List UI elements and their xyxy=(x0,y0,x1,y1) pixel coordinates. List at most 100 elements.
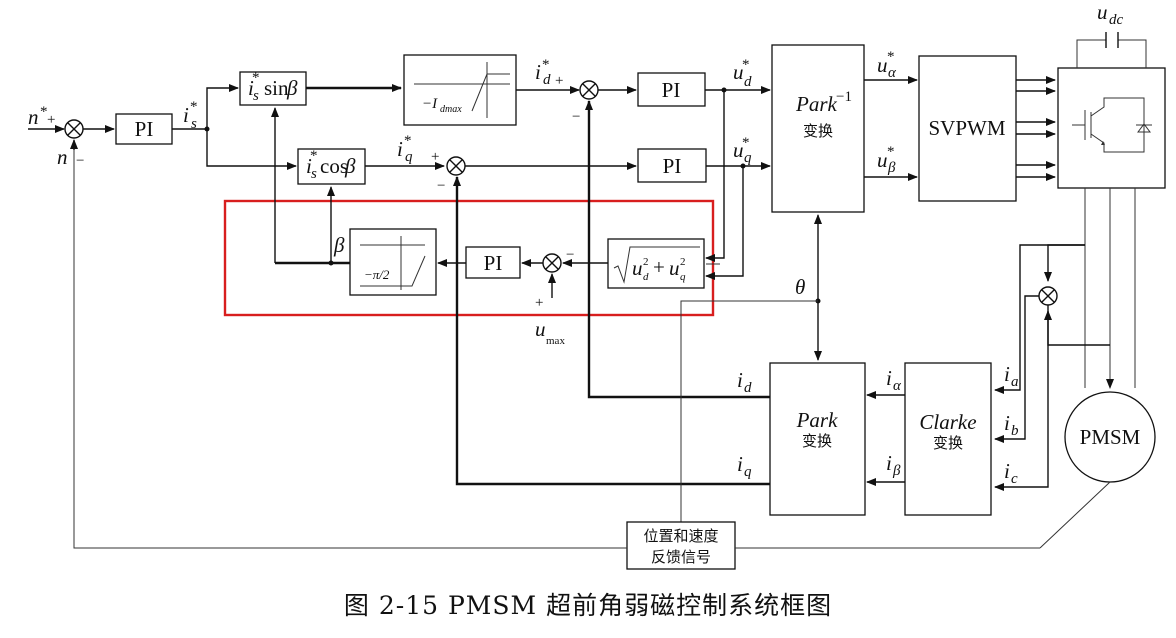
uq-ref-label: u xyxy=(733,138,744,162)
id-label: i xyxy=(737,368,743,392)
clarke-block xyxy=(904,362,992,516)
voltage-summing-junction xyxy=(542,253,562,273)
svg-text:变换: 变换 xyxy=(802,432,832,450)
svg-text:−: − xyxy=(437,178,445,194)
beta-label: β xyxy=(333,233,345,257)
id-ref-label: i xyxy=(535,60,541,84)
svg-text:−: − xyxy=(76,153,84,169)
beta-limit-block xyxy=(349,228,437,296)
svg-text:PI: PI xyxy=(663,154,682,178)
svg-text:q: q xyxy=(744,150,752,166)
ia-label: i xyxy=(1004,362,1010,386)
svg-text:β: β xyxy=(286,76,298,100)
umax-label: u xyxy=(535,317,546,341)
svg-text:2: 2 xyxy=(643,256,649,268)
dc-bus-capacitor xyxy=(1076,32,1147,68)
svg-text:d: d xyxy=(643,271,649,283)
svg-text:i: i xyxy=(306,154,312,178)
encoder-wire xyxy=(1039,481,1111,549)
svg-text:α: α xyxy=(888,65,897,81)
svg-text:*: * xyxy=(742,57,750,73)
svg-text:*: * xyxy=(190,99,198,115)
svg-text:+: + xyxy=(555,73,563,89)
svg-text:*: * xyxy=(742,135,750,151)
inverter-block xyxy=(1057,67,1166,189)
svg-text:*: * xyxy=(542,57,550,73)
position-feedback-wire xyxy=(680,300,818,522)
udc-label: u xyxy=(1097,0,1108,24)
speed-pi-block xyxy=(115,113,173,145)
svg-text:dc: dc xyxy=(1109,12,1124,28)
svg-text:−: − xyxy=(566,247,574,263)
svg-text:n: n xyxy=(28,105,39,129)
svg-text:d: d xyxy=(744,380,752,396)
svg-text:u: u xyxy=(632,256,643,280)
svg-text:β: β xyxy=(892,463,901,479)
svg-text:+: + xyxy=(653,255,665,279)
motor-phase-lines xyxy=(1084,188,1136,389)
svg-text:Clarke: Clarke xyxy=(919,410,976,434)
svg-text:*: * xyxy=(310,148,318,164)
pwm-signals xyxy=(1016,76,1056,181)
wire xyxy=(705,166,744,280)
svg-text:s: s xyxy=(191,116,197,132)
svg-text:SVPWM: SVPWM xyxy=(928,116,1005,140)
svg-text:max: max xyxy=(546,335,565,347)
speed-feedback-label: n xyxy=(57,145,68,169)
svg-text:*: * xyxy=(887,49,895,65)
iq-ref-label: i xyxy=(397,137,403,161)
is-cos-beta-block xyxy=(297,148,366,185)
iq-feedback-wire xyxy=(455,177,770,486)
wire xyxy=(1044,244,1085,282)
svg-text:a: a xyxy=(1011,374,1019,390)
svg-text:反馈信号: 反馈信号 xyxy=(651,548,711,566)
field-weakening-pi-block xyxy=(465,246,521,279)
is-ref-label: i xyxy=(183,103,189,127)
q-pi-block xyxy=(637,148,707,183)
d-summing-junction xyxy=(579,80,599,100)
theta-label: θ xyxy=(795,275,805,299)
wire xyxy=(1044,310,1110,346)
ud-ref-label: u xyxy=(733,60,744,84)
svg-text:cos: cos xyxy=(320,154,348,178)
sqrt-expression: u 2 d + u 2 q xyxy=(613,246,700,284)
svg-text:q: q xyxy=(680,271,686,283)
svg-text:c: c xyxy=(1011,471,1018,487)
svg-text:b: b xyxy=(1011,423,1019,439)
svg-text:+: + xyxy=(47,112,55,128)
inverse-park-block xyxy=(771,44,865,213)
svg-text:PMSM: PMSM xyxy=(1080,425,1141,449)
svg-text:−I: −I xyxy=(422,96,438,112)
svg-text:β: β xyxy=(887,160,896,176)
svpwm-block xyxy=(918,55,1017,202)
svg-text:sin: sin xyxy=(264,76,289,100)
ialpha-label: i xyxy=(886,366,892,390)
svg-text:i: i xyxy=(248,76,254,100)
ic-summing-junction xyxy=(1038,286,1058,306)
wire xyxy=(206,129,297,170)
neg-pi-half-label: −π/2 xyxy=(364,267,390,282)
speed-summing-junction xyxy=(64,119,84,139)
id-feedback-wire xyxy=(587,101,770,399)
svg-text:*: * xyxy=(40,104,48,120)
svg-text:−: − xyxy=(572,109,580,125)
svg-text:Park: Park xyxy=(795,92,838,116)
igbt-icon xyxy=(1072,97,1152,153)
ibeta-label: i xyxy=(886,451,892,475)
svg-text:+: + xyxy=(431,149,439,165)
svg-text:*: * xyxy=(887,144,895,160)
speed-feedback-wire xyxy=(73,141,627,549)
svg-text:−1: −1 xyxy=(836,89,852,105)
svg-text:变换: 变换 xyxy=(933,434,963,452)
figure-caption: 图 2-15 PMSM 超前角弱磁控制系统框图 xyxy=(344,591,832,620)
svg-text:dmax: dmax xyxy=(440,104,462,115)
svg-text:位置和速度: 位置和速度 xyxy=(643,527,718,545)
ualpha-label: u xyxy=(877,53,888,77)
svg-text:*: * xyxy=(404,133,412,149)
q-summing-junction xyxy=(446,156,466,176)
wire xyxy=(994,305,1049,491)
svg-text:*: * xyxy=(252,70,260,86)
position-speed-feedback-block xyxy=(626,521,736,570)
wire xyxy=(206,84,239,129)
